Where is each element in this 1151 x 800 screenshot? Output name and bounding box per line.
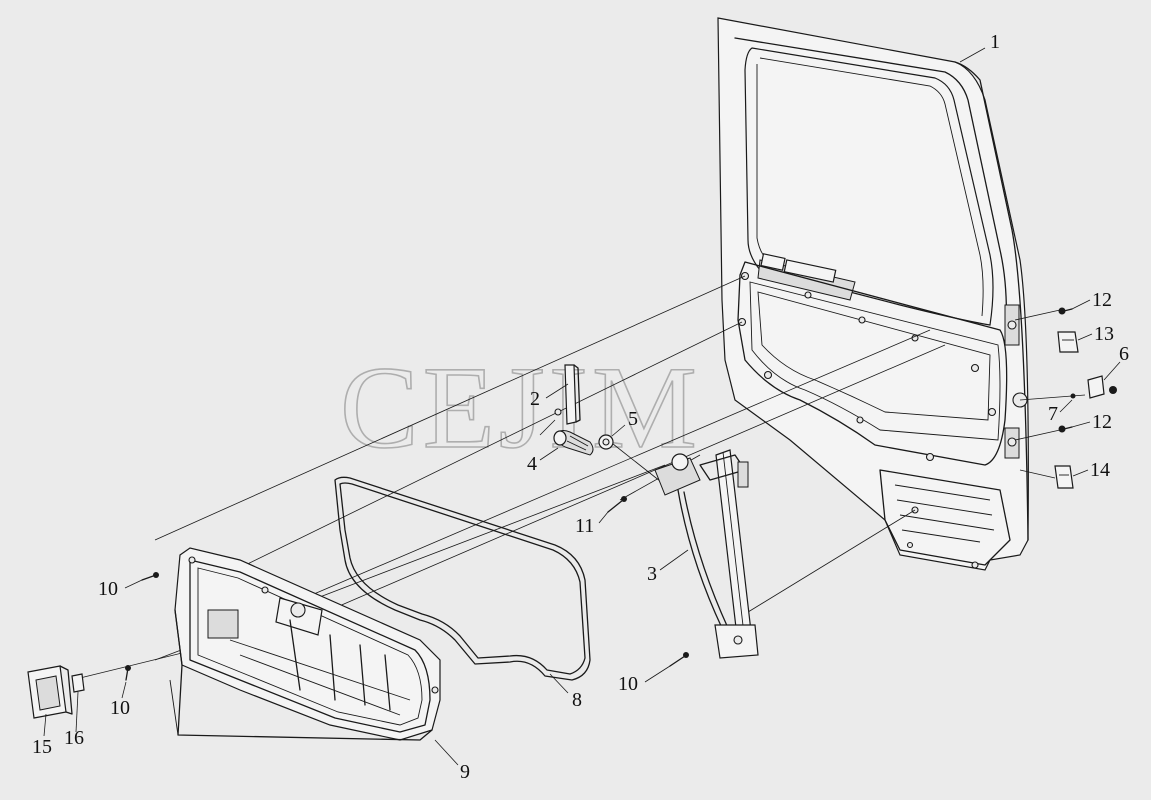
trim-panel-part-9: [169, 547, 441, 741]
callout-5: 5: [628, 408, 638, 430]
callout-15: 15: [32, 736, 52, 758]
bracket-part-2: [554, 364, 581, 425]
callout-12-a: 12: [1092, 289, 1112, 311]
callout-9: 9: [460, 761, 470, 783]
callout-11: 11: [575, 515, 594, 537]
callout-10-c: 10: [618, 673, 638, 695]
striker-part-6: [1087, 375, 1117, 399]
watermark: CEJIM: [340, 342, 701, 473]
callout-10-b: 10: [110, 697, 130, 719]
fasteners: [125, 307, 1117, 681]
nut-part-5: [598, 434, 614, 450]
cover-part-15: [27, 665, 73, 719]
callout-14: 14: [1090, 459, 1110, 481]
handle-part-4: [553, 430, 594, 456]
callout-labels: 1 2 3 4 5 6 7 8 9 10 10 10 11 12 12 13 1…: [32, 31, 1129, 783]
callout-1: 1: [990, 31, 1000, 53]
callout-13: 13: [1094, 323, 1114, 345]
clip-part-16: [71, 673, 85, 693]
callout-10-a: 10: [98, 578, 118, 600]
plate-part-13: [1057, 331, 1079, 353]
screw-part-12-a: [1058, 307, 1073, 315]
callout-4: 4: [527, 453, 537, 475]
screw-part-12-b: [1058, 425, 1073, 433]
leader-lines: [43, 47, 1121, 766]
plate-part-14: [1054, 465, 1074, 489]
door-shell-part-1: [717, 17, 1029, 571]
screw-part-10-b: [125, 665, 131, 681]
callout-2: 2: [530, 388, 540, 410]
seal-part-8: [334, 476, 591, 681]
window-regulator-part-3: [654, 449, 759, 659]
screw-part-10-c: [669, 652, 689, 667]
callout-12-b: 12: [1092, 411, 1112, 433]
callout-3: 3: [647, 563, 657, 585]
callout-7: 7: [1048, 403, 1058, 425]
screw-part-10-a: [141, 572, 159, 581]
screw-part-7: [1070, 393, 1076, 399]
screw-part-11: [607, 496, 627, 513]
callout-16: 16: [64, 727, 84, 749]
callout-6: 6: [1119, 343, 1129, 365]
callout-8: 8: [572, 689, 582, 711]
